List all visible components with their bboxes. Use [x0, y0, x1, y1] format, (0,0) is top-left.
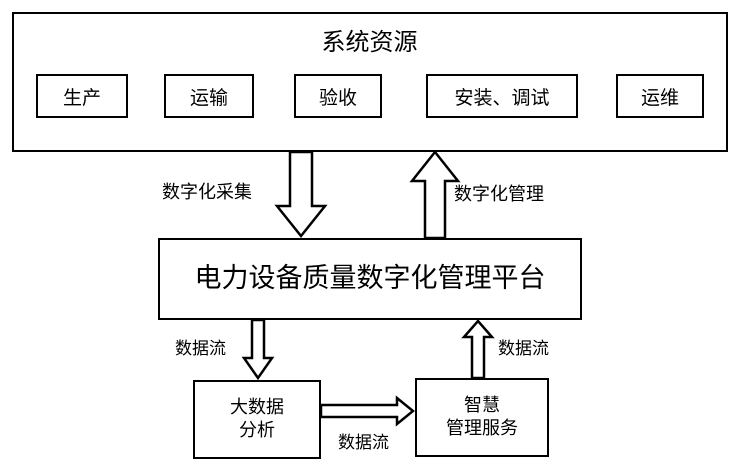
big-data-analysis-box: 大数据 分析: [193, 380, 321, 459]
smart-service-line1: 智慧: [464, 395, 500, 416]
resource-item-acceptance-label: 验收: [318, 86, 357, 109]
resource-item-transport-label: 运输: [189, 86, 228, 109]
platform-box: 电力设备质量数字化管理平台: [158, 238, 582, 320]
resource-item-maintenance: 运维: [616, 74, 704, 118]
label-digital-collection: 数字化采集: [162, 182, 252, 203]
system-resources-title: 系统资源: [321, 28, 418, 56]
resource-item-production-label: 生产: [62, 86, 101, 109]
arrow-data-flow-up: [461, 319, 495, 380]
label-digital-management: 数字化管理: [454, 184, 544, 205]
smart-service-box: 智慧 管理服务: [415, 378, 549, 457]
resource-item-production: 生产: [36, 74, 128, 118]
smart-service-line2: 管理服务: [446, 417, 518, 439]
label-data-flow-right: 数据流: [338, 433, 389, 453]
resource-item-transport: 运输: [164, 74, 254, 118]
arrow-data-flow-right: [319, 395, 415, 427]
resource-item-install-debug-label: 安装、调试: [454, 86, 550, 109]
big-data-analysis-line2: 分析: [239, 419, 275, 441]
big-data-analysis-line1: 大数据: [230, 397, 284, 418]
resource-item-install-debug: 安装、调试: [426, 74, 578, 118]
arrow-data-flow-down: [241, 318, 275, 381]
label-data-flow-up: 数据流: [498, 339, 549, 359]
platform-title: 电力设备质量数字化管理平台: [194, 263, 546, 295]
resource-item-acceptance: 验收: [294, 74, 382, 118]
arrow-digital-management: [409, 149, 461, 240]
arrow-digital-collection: [274, 150, 328, 239]
label-data-flow-down: 数据流: [175, 339, 226, 359]
resource-item-maintenance-label: 运维: [640, 86, 679, 109]
